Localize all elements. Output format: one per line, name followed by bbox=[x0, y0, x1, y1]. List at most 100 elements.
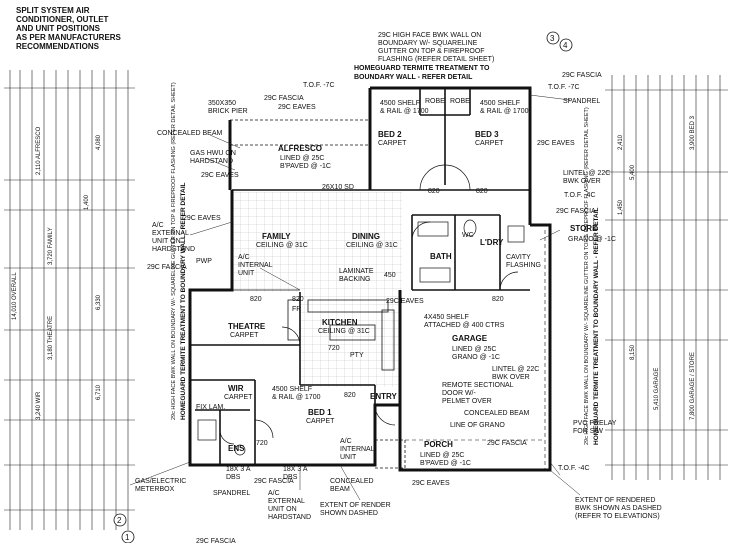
door-size: 450 bbox=[384, 272, 396, 279]
room-alfresco: ALFRESCO bbox=[278, 144, 322, 153]
tof-note: T.O.F. -7c bbox=[303, 82, 335, 89]
tag-eaves: 29c EAVES bbox=[201, 172, 239, 179]
concealed-beam-3: CONCEALED BEAM bbox=[330, 478, 374, 493]
dim-label: 1,450 bbox=[618, 199, 624, 215]
kitchen-fitout bbox=[190, 289, 395, 371]
dim-label: 3,240 WIR bbox=[36, 391, 42, 420]
dim-label: 6,710 bbox=[96, 384, 102, 400]
rendered-bwk-note: EXTENT OF RENDERED BWK SHOWN AS DASHED (… bbox=[575, 497, 662, 520]
room-theatre: THEATRE bbox=[228, 322, 266, 331]
tag-fascia: 29c FASCIA bbox=[254, 478, 294, 485]
gas-meter-note: GAS/ELECTRIC METERBOX bbox=[135, 478, 187, 493]
left-dimension-lines bbox=[4, 70, 135, 530]
door-size: 720 bbox=[328, 345, 340, 352]
dim-label: 7,800 GARAGE / STORE bbox=[690, 352, 696, 420]
right-boundary-note: HOMEGUARD TERMITE TREATMENT TO BOUNDARY … bbox=[593, 207, 600, 445]
marker-3: 3 bbox=[550, 34, 555, 43]
door-size: 820 bbox=[250, 296, 262, 303]
tiled-kitchen-floor bbox=[300, 292, 400, 387]
fix-lam: FIX LAM. bbox=[196, 404, 226, 411]
dim-label: 14,010 OVERALL bbox=[12, 272, 18, 320]
room-ldry: L'DRY bbox=[480, 238, 504, 247]
room-kitchen-sub: CEILING @ 31c bbox=[318, 328, 370, 335]
dim-label: 5,400 bbox=[630, 164, 636, 180]
pvc-note: PVC PRELAY FOR S/W bbox=[573, 420, 617, 435]
top-termite-note: HOMEGUARD TERMITE TREATMENT TO BOUNDARY … bbox=[354, 65, 490, 81]
room-family-sub: CEILING @ 31c bbox=[256, 242, 308, 249]
room-bed2: BED 2 bbox=[378, 130, 402, 139]
gas-hwu-note: GAS HWU ON HARDSTAND bbox=[190, 150, 236, 165]
spandrel-top: SPANDREL bbox=[563, 98, 601, 105]
room-porch: PORCH bbox=[424, 440, 453, 449]
tag-fascia: 29c FASCIA bbox=[562, 72, 602, 79]
ac-bottom-note: A/C EXTERNAL UNIT ON HARDSTAND bbox=[268, 490, 312, 521]
room-bed3-sub: CARPET bbox=[475, 140, 504, 147]
alfresco-outline bbox=[229, 119, 371, 191]
lintel-note: LINTEL @ 22c BWK OVER bbox=[563, 170, 611, 185]
lintel-garage: LINTEL @ 22c BWK OVER bbox=[492, 366, 540, 381]
spandrel-bottom: SPANDREL bbox=[213, 490, 251, 497]
dim-label: 8,150 bbox=[630, 344, 636, 360]
robe-1: ROBE bbox=[425, 98, 445, 105]
tof-4c-bottom: T.O.F. -4c bbox=[558, 465, 590, 472]
door-size: 820 bbox=[428, 188, 440, 195]
garage-lined: LINED @ 25c GRANO @ -1c bbox=[452, 346, 500, 361]
tag-fascia: 29c FASCIA bbox=[487, 440, 527, 447]
room-bed3: BED 3 bbox=[475, 130, 499, 139]
marker-4: 4 bbox=[563, 41, 568, 50]
tag-eaves: 29c EAVES bbox=[537, 140, 575, 147]
tag-fascia: 29c FASCIA bbox=[556, 208, 596, 215]
section-markers bbox=[113, 31, 573, 543]
dbs-note-2: 18x 3 A DBS bbox=[283, 466, 308, 481]
dim-label: 3,180 THEATRE bbox=[48, 316, 54, 360]
door-size: 820 bbox=[344, 392, 356, 399]
remote-door-note: REMOTE SECTIONAL DOOR W/- PELMET OVER bbox=[442, 382, 514, 405]
door-size: 820 bbox=[292, 296, 304, 303]
room-entry: ENTRY bbox=[370, 392, 397, 401]
ac-note: SPLIT SYSTEM AIR CONDITIONER, OUTLET AND… bbox=[16, 6, 121, 51]
door-size: 720 bbox=[256, 440, 268, 447]
store-grano: GRANO @ -1c bbox=[568, 236, 616, 243]
tag-eaves: 29c EAVES bbox=[183, 215, 221, 222]
marker-2: 2 bbox=[117, 516, 122, 525]
tof-4c-note: T.O.F. -4c bbox=[564, 192, 596, 199]
right-bwk-note: 29c HIGH FACE BWK WALL ON BOUNDARY W/- S… bbox=[584, 107, 590, 445]
store-label: STORE bbox=[570, 224, 598, 233]
render-note: EXTENT OF RENDER SHOWN DASHED bbox=[320, 502, 391, 517]
shelf-note-bed: 4500 SHELF & RAIL @ 1700 bbox=[380, 100, 429, 115]
porch-lined: LINED @ 25c B'PAVED @ -1c bbox=[420, 452, 471, 467]
room-bed1: BED 1 bbox=[308, 408, 332, 417]
room-fr: FR bbox=[292, 306, 302, 313]
ac-external-note: A/C EXTERNAL UNIT ON HARDSTAND bbox=[152, 222, 196, 253]
shelf-note-wir: 4500 SHELF & RAIL @ 1700 bbox=[272, 386, 321, 401]
concealed-beam-note: CONCEALED BEAM bbox=[157, 130, 223, 137]
robe-2: ROBE bbox=[450, 98, 470, 105]
room-wir: WIR bbox=[228, 384, 244, 393]
dim-label: 3,900 BED 3 bbox=[690, 115, 696, 150]
dim-label: 3,720 FAMILY bbox=[48, 227, 54, 265]
right-dim-labels: 2,410 5,400 3,900 BED 3 1,450 8,150 5,41… bbox=[618, 115, 696, 420]
tag-fascia: 29c FASCIA bbox=[264, 95, 304, 102]
garage-dashes bbox=[405, 230, 546, 470]
cavity-note: CAVITY FLASHING bbox=[506, 254, 542, 269]
room-bath: BATH bbox=[430, 252, 452, 261]
room-dining-sub: CEILING @ 31c bbox=[346, 242, 398, 249]
left-bwk-note: 29c HIGH FACE BWK WALL ON BOUNDARY W/- S… bbox=[171, 82, 177, 420]
room-alfresco-sub: LINED @ 25c B'PAVED @ -1c bbox=[280, 155, 331, 170]
room-wc: WC bbox=[462, 232, 474, 239]
tag-fascia: 29c FASCIA bbox=[196, 538, 236, 545]
room-bed1-sub: CARPET bbox=[306, 418, 335, 425]
tag-eaves: 29c EAVES bbox=[412, 480, 450, 487]
marker-1: 1 bbox=[125, 533, 130, 542]
tiled-living-floor bbox=[232, 192, 402, 292]
dbs-note: 18x 3 A DBS bbox=[226, 466, 251, 481]
tag-eaves: 29c EAVES bbox=[278, 104, 316, 111]
left-dim-labels: 4,080 1,400 2,110 ALFRESCO 3,720 FAMILY … bbox=[12, 126, 102, 420]
leader-lines bbox=[129, 94, 581, 501]
left-boundary-note: HOMEGUARD TERMITE TREATMENT TO BOUNDARY … bbox=[180, 182, 187, 420]
door-size: 820 bbox=[476, 188, 488, 195]
top-bwk-note: 29c HIGH FACE BWK WALL ON BOUNDARY W/- S… bbox=[378, 32, 495, 63]
dim-label: 5,410 GARAGE bbox=[654, 368, 660, 410]
room-kitchen: KITCHEN bbox=[322, 318, 358, 327]
